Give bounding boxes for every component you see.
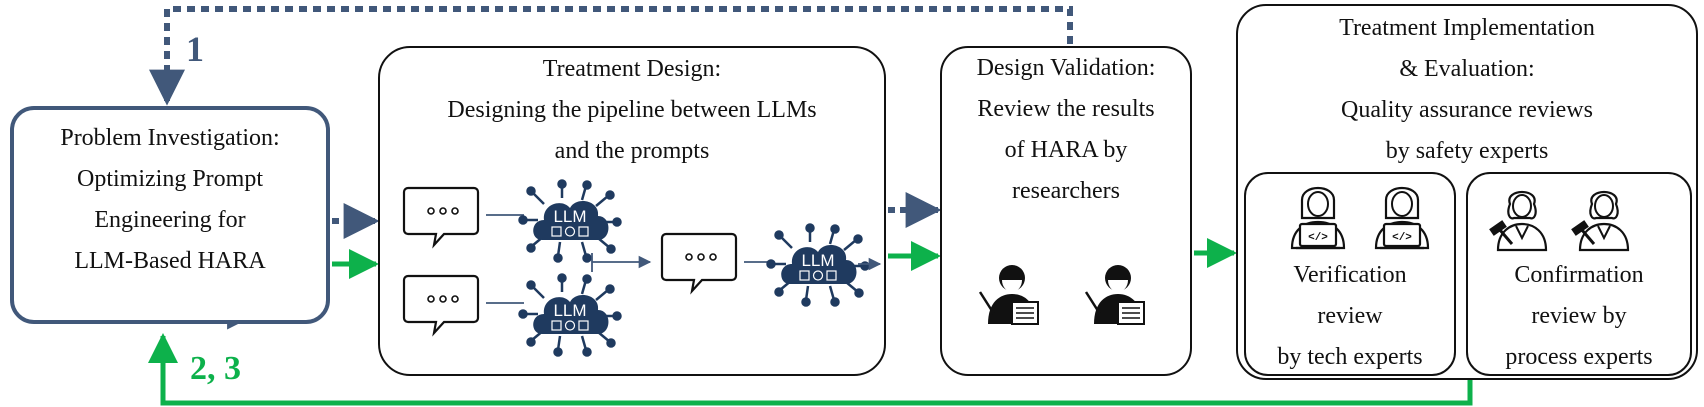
iteration-2-3-label: 2, 3 xyxy=(190,350,241,387)
implementation-line-3: Quality assurance reviews xyxy=(1341,97,1593,123)
confirmation-line-1: Confirmation xyxy=(1514,262,1644,288)
treatment-design-box xyxy=(378,46,886,376)
design-validation-line-2: Review the results xyxy=(977,96,1155,122)
implementation-line-4: by safety experts xyxy=(1385,138,1549,164)
loop-1-arrow xyxy=(149,6,1073,106)
implementation-box xyxy=(1236,4,1698,380)
loop-2-3-arrow xyxy=(148,333,1473,406)
confirmation-box xyxy=(1466,172,1692,376)
verification-line-1: Verification xyxy=(1293,262,1407,288)
problem-line-4: LLM-Based HARA xyxy=(74,248,266,274)
verification-line-3: by tech experts xyxy=(1277,344,1423,370)
treatment-design-title: Treatment Design: xyxy=(542,56,722,82)
design-validation-line-4: researchers xyxy=(1012,178,1120,204)
confirmation-line-2: review by xyxy=(1531,303,1627,329)
design-validation-title: Design Validation: xyxy=(976,55,1156,81)
verification-line-2: review xyxy=(1317,303,1383,329)
design-validation-line-3: of HARA by xyxy=(1004,137,1128,163)
problem-title: Problem Investigation: xyxy=(60,125,280,151)
iteration-1-label: 1 xyxy=(186,29,204,69)
treatment-design-line-3: and the prompts xyxy=(554,138,710,164)
design-validation-box xyxy=(940,46,1192,376)
implementation-line-2: & Evaluation: xyxy=(1399,56,1535,82)
problem-line-3: Engineering for xyxy=(94,207,246,233)
verification-box xyxy=(1244,172,1456,376)
treatment-design-line-2: Designing the pipeline between LLMs xyxy=(447,97,817,123)
implementation-title: Treatment Implementation xyxy=(1339,15,1595,41)
problem-investigation-box xyxy=(10,106,330,324)
problem-line-2: Optimizing Prompt xyxy=(77,166,263,192)
confirmation-line-3: process experts xyxy=(1505,344,1653,370)
